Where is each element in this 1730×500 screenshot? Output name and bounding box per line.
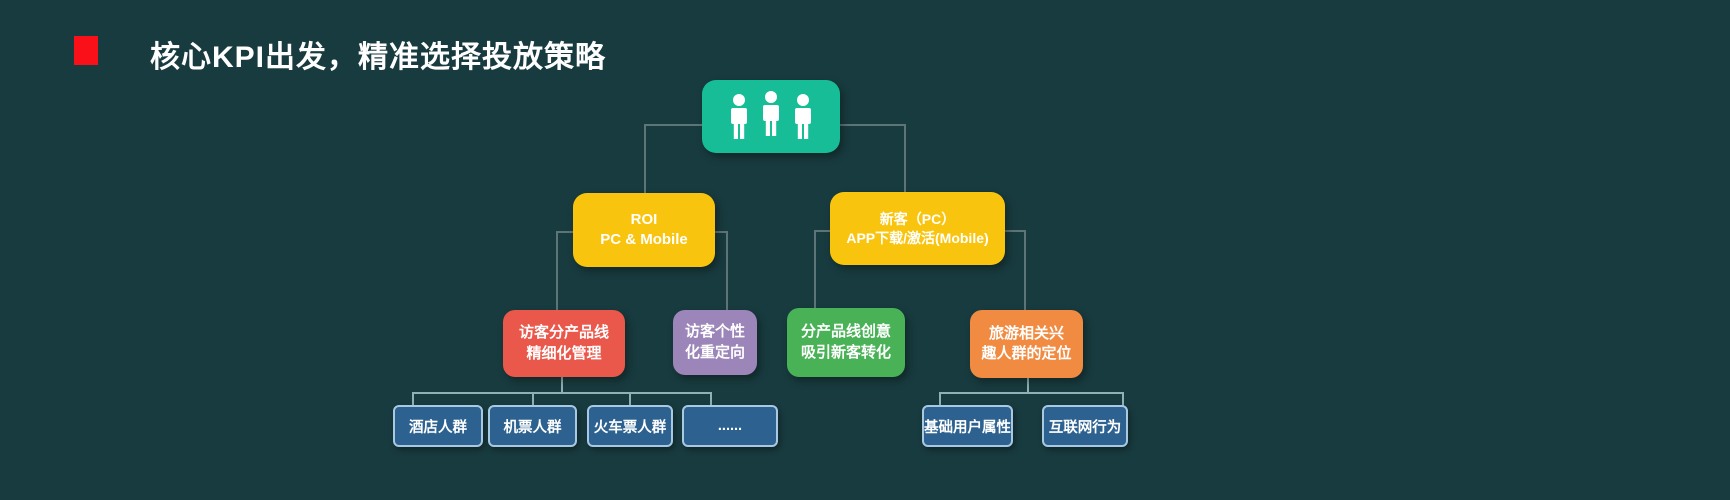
leaf-basic-attributes-label: 基础用户属性 (924, 419, 1011, 436)
node-travel-interest-line1: 旅游相关兴 (988, 324, 1064, 342)
leaf-internet-behavior: 互联网行为 (1042, 405, 1128, 447)
leaf-ellipsis: ...... (682, 405, 778, 447)
node-new-customer: 新客（PC） APP下载/激活(Mobile) (830, 192, 1005, 265)
title-bullet-square (74, 36, 98, 65)
node-creative-conversion: 分产品线创意 吸引新客转化 (787, 308, 905, 377)
leaf-hotel-audience: 酒店人群 (393, 405, 483, 447)
connector-left-drop-2 (532, 392, 534, 406)
connector-roi-right-v (726, 231, 728, 310)
connector-left-drop-3 (629, 392, 631, 406)
node-roi-line2: PC & Mobile (600, 231, 688, 248)
node-visitor-product-line: 访客分产品线 精细化管理 (503, 310, 625, 377)
leaf-train-audience: 火车票人群 (587, 405, 673, 447)
connector-right-drop-1 (939, 392, 941, 406)
node-travel-interest: 旅游相关兴 趣人群的定位 (970, 310, 1083, 378)
node-new-customer-line1: 新客（PC） (879, 210, 956, 227)
node-roi: ROI PC & Mobile (573, 193, 715, 267)
connector-roi-left-h (556, 231, 573, 233)
node-creative-conversion-line1: 分产品线创意 (800, 323, 891, 341)
connector-root-left-h (644, 124, 702, 126)
leaf-internet-behavior-label: 互联网行为 (1048, 419, 1122, 436)
leaf-train-audience-label: 火车票人群 (593, 419, 667, 436)
connector-left-drop-4 (710, 392, 712, 406)
connector-nc-right-v (1024, 230, 1026, 310)
connector-nc-right-h (1005, 230, 1026, 232)
leaf-basic-attributes: 基础用户属性 (922, 405, 1013, 447)
node-new-customer-line2: APP下载/激活(Mobile) (846, 229, 989, 246)
connector-right-drop-2 (1122, 392, 1124, 406)
node-visitor-product-line-line2: 精细化管理 (526, 344, 602, 362)
node-visitor-retargeting-line2: 化重定向 (684, 343, 745, 361)
node-roi-line1: ROI (630, 210, 658, 228)
connector-roi-left-v (556, 231, 558, 310)
node-creative-conversion-line2: 吸引新客转化 (800, 343, 891, 361)
page-title: 核心KPI出发，精准选择投放策略 (150, 41, 607, 74)
node-visitor-retargeting: 访客个性 化重定向 (673, 310, 757, 375)
connector-right-bracket (939, 392, 1124, 394)
node-visitor-product-line-line1: 访客分产品线 (518, 324, 609, 342)
connector-root-right-v (904, 124, 906, 192)
leaf-ellipsis-label: ...... (717, 418, 743, 434)
connector-root-left-v (644, 124, 646, 193)
connector-roi-right-h (715, 231, 728, 233)
connector-root-right-h (840, 124, 906, 126)
leaf-flight-audience: 机票人群 (488, 405, 577, 447)
people-group-icon (731, 90, 811, 139)
connector-left-bracket (412, 392, 712, 394)
connector-red-stub (561, 377, 563, 394)
leaf-hotel-audience-label: 酒店人群 (409, 419, 467, 436)
node-visitor-retargeting-line1: 访客个性 (684, 323, 745, 341)
connector-nc-left-h (814, 230, 830, 232)
connector-left-drop-1 (412, 392, 414, 406)
node-travel-interest-line2: 趣人群的定位 (981, 345, 1072, 362)
connector-nc-left-v (814, 230, 816, 308)
leaf-flight-audience-label: 机票人群 (503, 419, 562, 436)
connector-orange-stub (1027, 378, 1029, 394)
node-audience-root (702, 80, 840, 153)
